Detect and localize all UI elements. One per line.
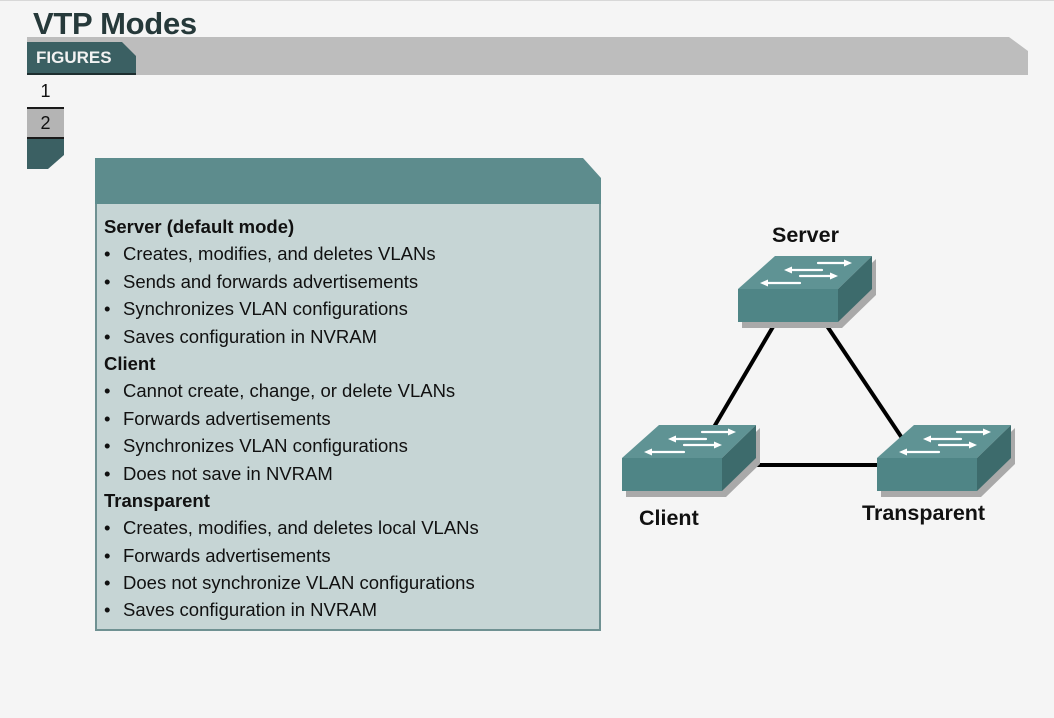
bullet: • <box>104 270 111 292</box>
section-heading-server: Server (default mode) <box>104 216 295 237</box>
switch-icon-transparent[interactable] <box>875 423 1017 499</box>
bullet: • <box>104 380 111 402</box>
list-item-text: Does not save in NVRAM <box>123 462 333 484</box>
figures-bar <box>27 37 1028 75</box>
list-item: • Does not save in NVRAM <box>104 460 479 487</box>
info-panel-header <box>95 158 601 204</box>
bullet: • <box>104 462 111 484</box>
bullet: • <box>104 517 111 539</box>
list-item: • Synchronizes VLAN configurations <box>104 432 479 459</box>
bullet: • <box>104 599 111 621</box>
link-server-transparent <box>821 318 904 440</box>
list-item: • Does not synchronize VLAN configuration… <box>104 569 479 596</box>
bullet: • <box>104 435 111 457</box>
figures-tab-underline <box>27 73 136 75</box>
switch-icon-server[interactable] <box>736 254 878 330</box>
section-heading-transparent: Transparent <box>104 489 210 511</box>
list-item: • Saves configuration in NVRAM <box>104 596 479 623</box>
bullet: • <box>104 325 111 347</box>
bullet: • <box>104 298 111 320</box>
figure-tab-1[interactable]: 1 <box>40 81 51 101</box>
list-item: • Saves configuration in NVRAM <box>104 323 479 350</box>
page-title: VTP Modes <box>33 6 197 41</box>
bullet: • <box>104 243 111 265</box>
node-label-server: Server <box>772 223 839 247</box>
figure-tabs-end-cap <box>27 139 64 169</box>
list-item: • Forwards advertisements <box>104 405 479 432</box>
info-panel-body <box>95 204 601 631</box>
bullet: • <box>104 407 111 429</box>
list-item: • Cannot create, change, or delete VLANs <box>104 377 479 404</box>
list-item-text: Creates, modifies, and deletes local VLA… <box>123 517 479 539</box>
list-item-text: Forwards advertisements <box>123 407 331 429</box>
list-item-text: Saves configuration in NVRAM <box>123 599 377 621</box>
list-item: • Creates, modifies, and deletes local VL… <box>104 514 479 541</box>
list-item-text: Forwards advertisements <box>123 544 331 566</box>
list-item-text: Does not synchronize VLAN configurations <box>123 572 475 594</box>
list-item-text: Synchronizes VLAN configurations <box>123 298 408 320</box>
list-item-text: Creates, modifies, and deletes VLANs <box>123 243 436 265</box>
top-rule <box>0 0 1054 1</box>
bullet: • <box>104 544 111 566</box>
bullet: • <box>104 572 111 594</box>
list-item-text: Synchronizes VLAN configurations <box>123 435 408 457</box>
list-item: • Creates, modifies, and deletes VLANs <box>104 240 479 267</box>
figures-tab <box>27 42 136 73</box>
node-label-client: Client <box>639 506 699 530</box>
figure-tab-2[interactable]: 2 <box>27 107 64 139</box>
list-item-text: Sends and forwards advertisements <box>123 270 419 292</box>
switch-icon-client[interactable] <box>620 423 762 499</box>
list-item: • Synchronizes VLAN configurations <box>104 295 479 322</box>
list-item: • Forwards advertisements <box>104 542 479 569</box>
list-item-text: Saves configuration in NVRAM <box>123 325 377 347</box>
figures-label: FIGURES <box>36 48 112 67</box>
vtp-modes-info-panel: Server (default mode) • Creates, modifies… <box>95 158 601 631</box>
link-server-client <box>712 318 779 429</box>
vtp-mode-list: Server (default mode) • Creates, modifies… <box>104 213 479 624</box>
node-label-transparent: Transparent <box>862 501 986 525</box>
list-item: • Sends and forwards advertisements <box>104 268 479 295</box>
list-item-text: Cannot create, change, or delete VLANs <box>123 380 456 402</box>
section-heading-client: Client <box>104 352 156 374</box>
